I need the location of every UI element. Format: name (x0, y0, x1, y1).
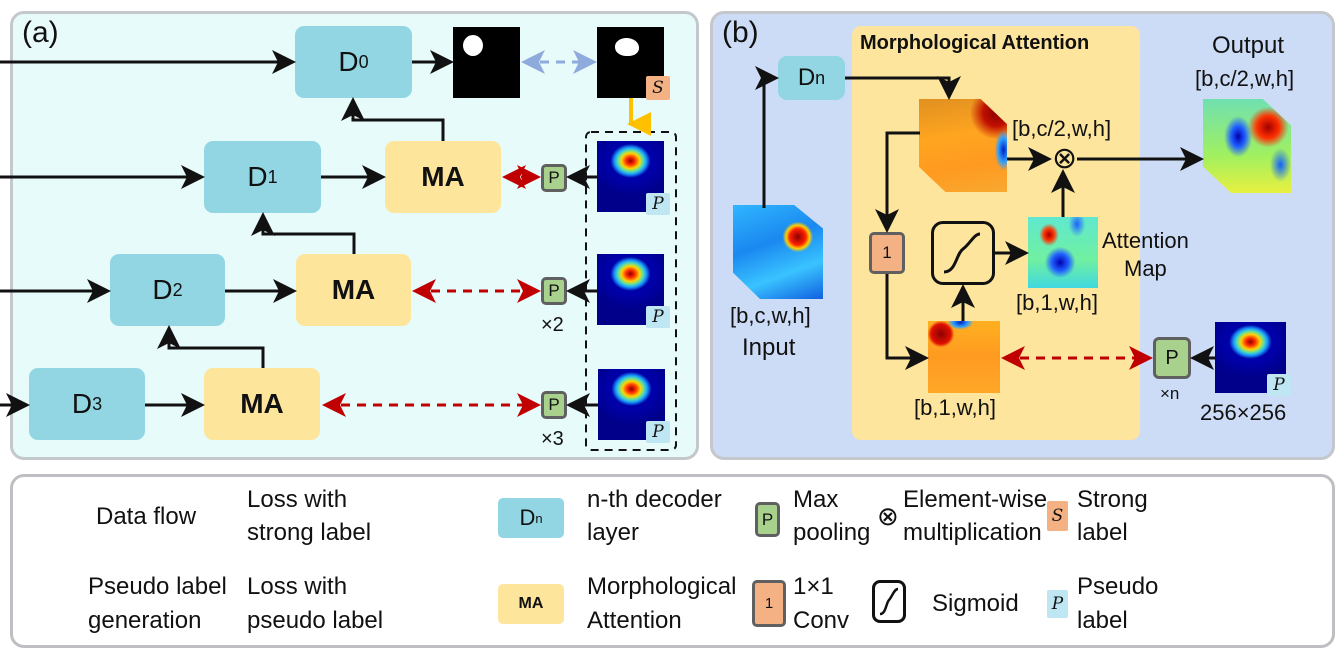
ma-block-1: MA (385, 141, 501, 213)
conv-output-shape: [b,1,w,h] (914, 395, 996, 420)
legend-loss-strong-line2: strong label (247, 519, 372, 546)
decoder-d3-sub: 3 (92, 393, 103, 414)
input-feature-cube (733, 205, 823, 299)
strong-label-tag: S (646, 76, 670, 100)
decoder-dn-sub: n (815, 67, 826, 88)
legend-sigmoid-label: Sigmoid (932, 590, 1019, 617)
attention-map (1028, 217, 1098, 288)
legend-strong-label-icon: S (1047, 501, 1068, 531)
output-shape: [b,c/2,w,h] (1195, 66, 1295, 91)
panel-a-label: (a) (22, 16, 59, 49)
legend-ma-line1: Morphological (587, 573, 737, 600)
legend-sigmoid-icon (872, 580, 906, 623)
pseudo-label-group-border (585, 131, 677, 451)
legend-max-pool-line1: Max (793, 486, 839, 513)
decoder-dn-name: D (797, 64, 816, 91)
max-pool-2: P (541, 277, 567, 305)
max-pool-n: P (1153, 337, 1191, 379)
pseudo-label-tag-1: P (646, 193, 670, 215)
sigmoid-curve-icon (943, 232, 981, 274)
legend-pseudo-label-icon: P (1047, 590, 1068, 618)
legend-loss-pseudo-line2: pseudo label (247, 607, 384, 634)
pool-multiplier-n: ×n (1160, 384, 1180, 403)
legend-pseudo-gen-line1: Pseudo label (88, 573, 227, 600)
pseudo-label-tag-b: P (1267, 374, 1291, 396)
decoder-d3-name: D (71, 388, 93, 419)
legend-loss-strong-line1: Loss with (247, 486, 348, 513)
conv-output-map (928, 321, 1000, 393)
legend-element-wise-line2: multiplication (903, 519, 1042, 546)
arrow-ma3-to-d2 (157, 325, 265, 368)
mask-blob (615, 38, 639, 56)
legend-max-pool-icon: P (755, 502, 780, 537)
arrow-ma2-to-d1 (251, 212, 356, 254)
input-shape: [b,c,w,h] (730, 303, 811, 328)
legend-data-flow-label: Data flow (96, 503, 197, 530)
output-cube (1203, 99, 1291, 193)
legend-pseudo-label-line1: Pseudo (1077, 573, 1159, 600)
mask-blob (463, 35, 483, 56)
legend-multiply-icon: ⊗ (877, 501, 899, 531)
pool-multiplier-2: ×2 (541, 314, 564, 336)
legend (10, 474, 1335, 648)
legend-strong-label-line2: label (1077, 519, 1128, 546)
arrow-ma1-to-d0 (341, 97, 445, 141)
legend-conv-line1: 1×1 (793, 573, 834, 600)
feature-cube (919, 99, 1007, 192)
output-label: Output (1212, 32, 1285, 59)
ma-block-2: MA (296, 254, 411, 326)
ma-title: Morphological Attention (860, 32, 1090, 54)
legend-conv-icon: 1 (752, 580, 786, 627)
legend-decoder-line2: layer (587, 519, 640, 546)
prediction-mask (453, 27, 520, 98)
element-wise-multiply-icon: ⊗ (1052, 142, 1078, 175)
attention-map-label-1: Attention (1102, 228, 1189, 253)
ma-block-3: MA (204, 368, 320, 440)
legend-decoder-icon-text: D (519, 505, 536, 530)
legend-element-wise-line1: Element-wise (903, 486, 1048, 513)
legend-decoder-line1: n-th decoder (587, 486, 722, 513)
sigmoid-block (931, 221, 995, 285)
max-pool-3: P (541, 391, 567, 419)
decoder-d2-sub: 2 (172, 279, 183, 300)
legend-pseudo-gen-line2: generation (88, 607, 202, 634)
legend-strong-label-line1: Strong (1077, 486, 1148, 513)
pseudo-label-size: 256×256 (1200, 400, 1287, 425)
pool-multiplier-3: ×3 (541, 428, 564, 450)
legend-ma-icon: MA (498, 584, 564, 624)
conv-1x1-block: 1 (869, 232, 905, 274)
feature-shape: [b,c/2,w,h] (1012, 116, 1112, 141)
decoder-d1-sub: 1 (267, 166, 278, 187)
legend-ma-line2: Attention (587, 607, 682, 634)
attention-map-label-2: Map (1124, 256, 1167, 281)
legend-pseudo-label-line2: label (1077, 607, 1128, 634)
pseudo-label-tag-3: P (646, 421, 670, 443)
max-pool-1: P (541, 164, 567, 192)
decoder-d2-name: D (152, 274, 173, 305)
arrow-input-to-dn (755, 66, 779, 208)
legend-sigmoid-curve-icon (879, 587, 899, 616)
legend-loss-pseudo-line1: Loss with (247, 573, 348, 600)
attention-shape: [b,1,w,h] (1016, 290, 1098, 315)
input-label: Input (742, 334, 796, 361)
legend-decoder-icon-sub: n (535, 510, 543, 526)
arrow-feature-to-conv (875, 131, 920, 233)
decoder-d0-name: D (338, 46, 359, 77)
decoder-d0-sub: 0 (358, 51, 369, 72)
pseudo-label-tag-2: P (646, 306, 670, 328)
arrow-dn-to-feature (845, 76, 961, 100)
panel-b-label: (b) (722, 16, 759, 49)
legend-max-pool-line2: pooling (793, 519, 871, 546)
decoder-d1-name: D (247, 161, 268, 192)
legend-conv-line2: Conv (793, 607, 850, 634)
arrow-conv-to-map (885, 274, 929, 370)
